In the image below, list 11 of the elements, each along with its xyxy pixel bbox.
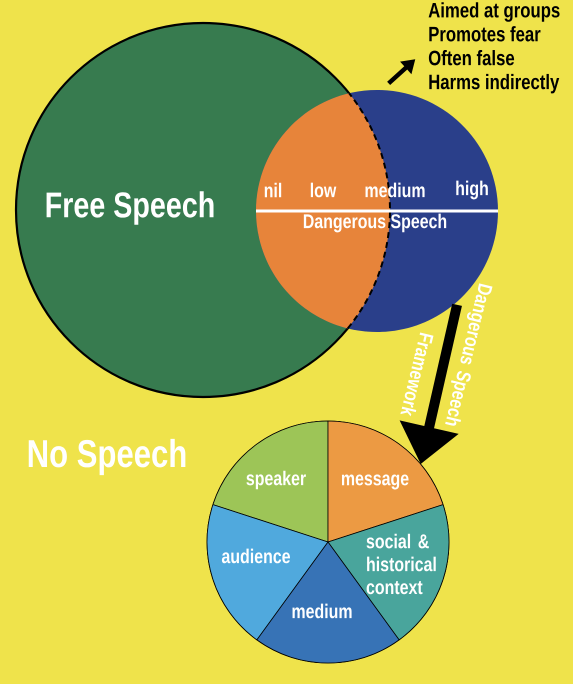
list-item: Harms indirectly [429, 74, 560, 94]
region-label: No Speech [28, 438, 186, 476]
scale-label: high [456, 180, 488, 200]
scale-label: nil [264, 182, 282, 198]
list-item: Aimed at groups [428, 2, 560, 22]
list-item: Promotes fear [429, 26, 540, 42]
scale-label: low [310, 182, 336, 198]
pie-slice: speaker [212, 420, 328, 542]
list-item: Often false [428, 50, 514, 66]
circle-label: Free Speech [46, 191, 214, 225]
circle-label: Dangerous Speech [304, 214, 446, 232]
